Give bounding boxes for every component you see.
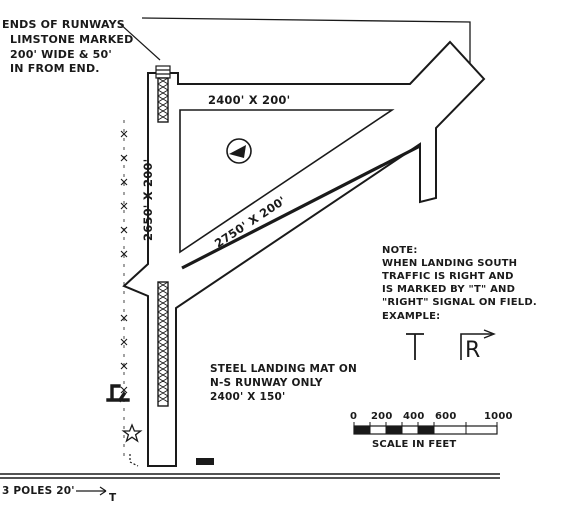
note-line6: EXAMPLE: <box>382 311 440 322</box>
scale-bar <box>353 422 498 435</box>
poles-marker: T <box>109 492 117 504</box>
diag-edge-shade <box>181 144 421 270</box>
ends-note: ENDS OF RUNWAYS LIMSTONE MARKED 200' WID… <box>2 18 133 75</box>
ends-note-leader <box>117 21 161 61</box>
mat-note-line2: N-S RUNWAY ONLY <box>210 377 323 389</box>
note-line1: NOTE: <box>382 245 418 256</box>
ends-note-line4: IN FROM END. <box>10 62 100 75</box>
scale-tick-400: 400 <box>403 411 424 422</box>
scale-labels: 0 200 400 600 1000 SCALE IN FEET <box>350 411 513 450</box>
fence-x-marks <box>120 130 128 394</box>
bottom-road <box>0 473 500 479</box>
traffic-note: NOTE: WHEN LANDING SOUTH TRAFFIC IS RIGH… <box>0 0 537 363</box>
note-line2: WHEN LANDING SOUTH <box>382 258 517 269</box>
mat-note-line1: STEEL LANDING MAT ON <box>210 363 357 375</box>
note-line3: TRAFFIC IS RIGHT AND <box>382 271 514 282</box>
north-arrow-icon <box>226 138 252 164</box>
scale-tick-200: 200 <box>371 411 392 422</box>
ew-runway-label: 2400' X 200' <box>208 93 290 107</box>
beacon-star-icon <box>121 423 143 443</box>
scale-tick-1000: 1000 <box>484 411 513 422</box>
windsock-icon <box>106 384 130 403</box>
note-line4: IS MARKED BY "T" AND <box>382 284 515 295</box>
hangar-block <box>196 458 214 465</box>
example-t-text: T <box>0 0 1 1</box>
poles-arrowhead <box>99 486 107 496</box>
example-t-symbol <box>406 333 424 360</box>
scale-tick-600: 600 <box>435 411 456 422</box>
ns-runway-label: 2650' X 200' <box>141 159 155 241</box>
south-end-mark <box>129 454 139 467</box>
runway-end-marker <box>155 65 171 79</box>
mat-note-line3: 2400' X 150' <box>210 391 285 403</box>
ends-note-line1: ENDS OF RUNWAYS <box>2 18 125 31</box>
ends-note-line2: LIMSTONE MARKED <box>10 33 133 46</box>
steel-mat-lower <box>157 281 169 407</box>
runway-outline <box>122 40 486 467</box>
example-r-symbol <box>460 329 496 360</box>
note-line5: "RIGHT" SIGNAL ON FIELD. <box>382 297 537 308</box>
example-r-text: R <box>465 338 481 363</box>
mat-note: STEEL LANDING MAT ON N-S RUNWAY ONLY 240… <box>210 363 357 403</box>
scale-caption: SCALE IN FEET <box>372 439 456 450</box>
field-boundary <box>141 17 471 82</box>
ends-note-line3: 200' WIDE & 50' <box>10 48 112 61</box>
scale-tick-0: 0 <box>350 411 357 422</box>
steel-mat-upper <box>157 77 169 123</box>
poles-label: 3 POLES 20' <box>2 485 75 497</box>
